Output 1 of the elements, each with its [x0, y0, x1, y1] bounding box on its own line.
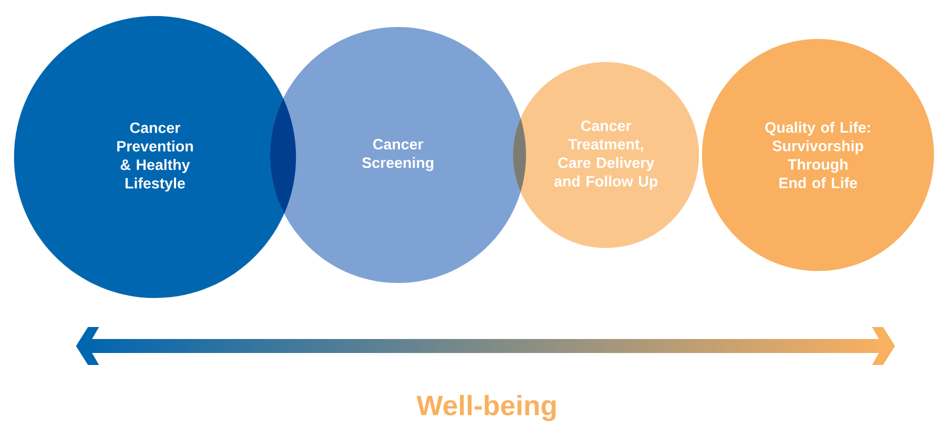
axis-label: Well-being	[416, 394, 556, 422]
